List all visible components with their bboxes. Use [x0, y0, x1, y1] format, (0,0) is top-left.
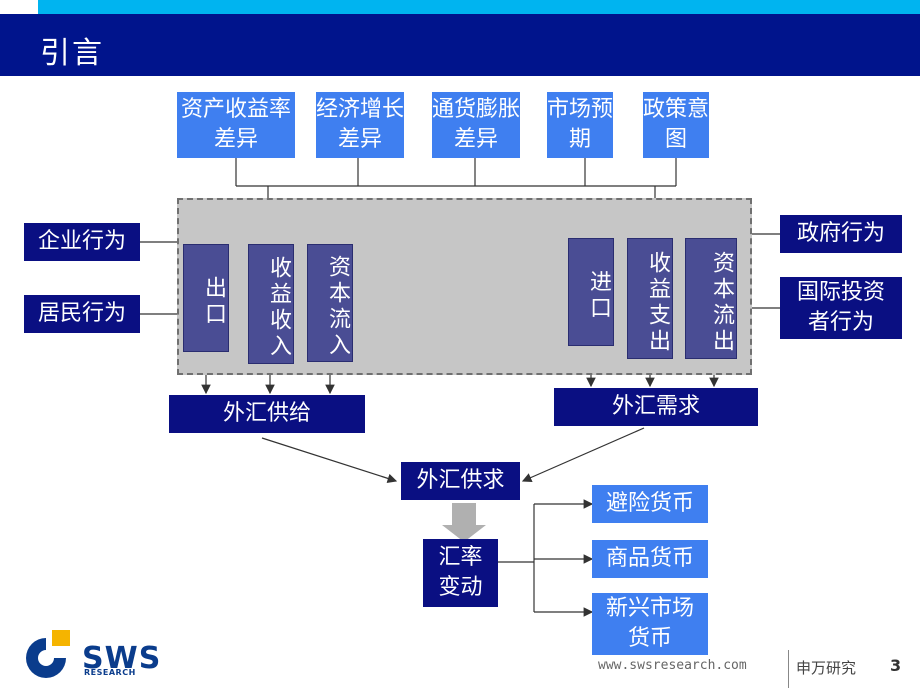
logo-subtitle: RESEARCH	[84, 668, 136, 677]
item-export: 出口	[183, 244, 229, 352]
item-income-out: 收益支出	[627, 238, 673, 359]
currency-commodity: 商品货币	[592, 540, 708, 578]
top-strip	[0, 0, 920, 14]
actor-enterprise: 企业行为	[24, 223, 140, 261]
actor-government: 政府行为	[780, 215, 902, 253]
factor-asset-return: 资产收益率差异	[177, 92, 295, 158]
footer-company: 申万研究	[796, 659, 857, 677]
page-title: 引言	[40, 36, 104, 71]
currency-emerging: 新兴市场货币	[592, 593, 708, 655]
fx-supply: 外汇供给	[169, 395, 365, 433]
factor-policy: 政策意图	[643, 92, 709, 158]
factor-inflation: 通货膨胀差异	[432, 92, 520, 158]
fx-demand: 外汇需求	[554, 388, 758, 426]
page-number: 3	[890, 656, 902, 675]
currency-safe-haven: 避险货币	[592, 485, 708, 523]
factor-expectation: 市场预期	[547, 92, 613, 158]
fx-supply-demand: 外汇供求	[401, 462, 520, 500]
footer-divider	[788, 650, 789, 688]
title-bar: 引言	[0, 14, 920, 76]
actor-international: 国际投资者行为	[780, 277, 902, 339]
footer-url: www.swsresearch.com	[598, 658, 747, 673]
rate-change: 汇率变动	[423, 539, 498, 607]
actor-resident: 居民行为	[24, 295, 140, 333]
item-income-in: 收益收入	[248, 244, 294, 364]
item-capital-in: 资本流入	[307, 244, 353, 362]
item-import: 进口	[568, 238, 614, 346]
sws-logo-icon	[26, 630, 70, 678]
logo-wordmark: SWS	[82, 641, 162, 676]
item-capital-out: 资本流出	[685, 238, 737, 359]
factor-growth: 经济增长差异	[316, 92, 404, 158]
